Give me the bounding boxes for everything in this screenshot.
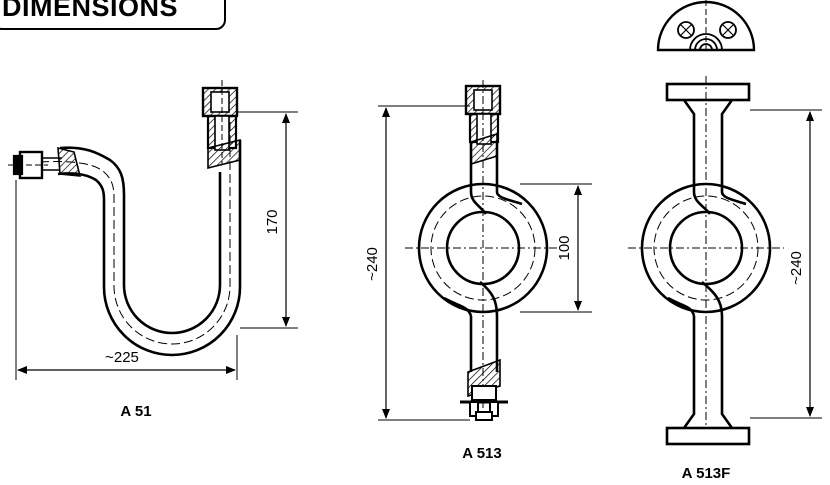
a51-dim-width: ~225 xyxy=(105,349,139,366)
a513f-model-label: A 513F xyxy=(682,465,731,482)
a51-tube-inner xyxy=(57,140,242,357)
a513-model-label: A 513 xyxy=(462,445,501,462)
drawing-a51 xyxy=(8,80,298,380)
a51-tube-centerline xyxy=(39,118,231,345)
drawing-a513f xyxy=(628,0,822,446)
a51-model-label: A 51 xyxy=(120,403,151,420)
a51-tube-outer xyxy=(59,146,222,335)
a513f-dim-total: ~240 xyxy=(788,251,805,285)
a513-dim-total: ~240 xyxy=(364,247,381,281)
a513f-bottom-flange xyxy=(665,426,751,446)
drawing-a513 xyxy=(378,80,592,421)
page-title: DIMENSIONS xyxy=(2,0,179,22)
a513f-ring-outer xyxy=(640,182,772,314)
a513-dim-center: 100 xyxy=(556,235,573,260)
header-frame xyxy=(0,0,226,30)
a513f-top-flange xyxy=(665,82,751,102)
a51-dim-height: 170 xyxy=(264,209,281,234)
